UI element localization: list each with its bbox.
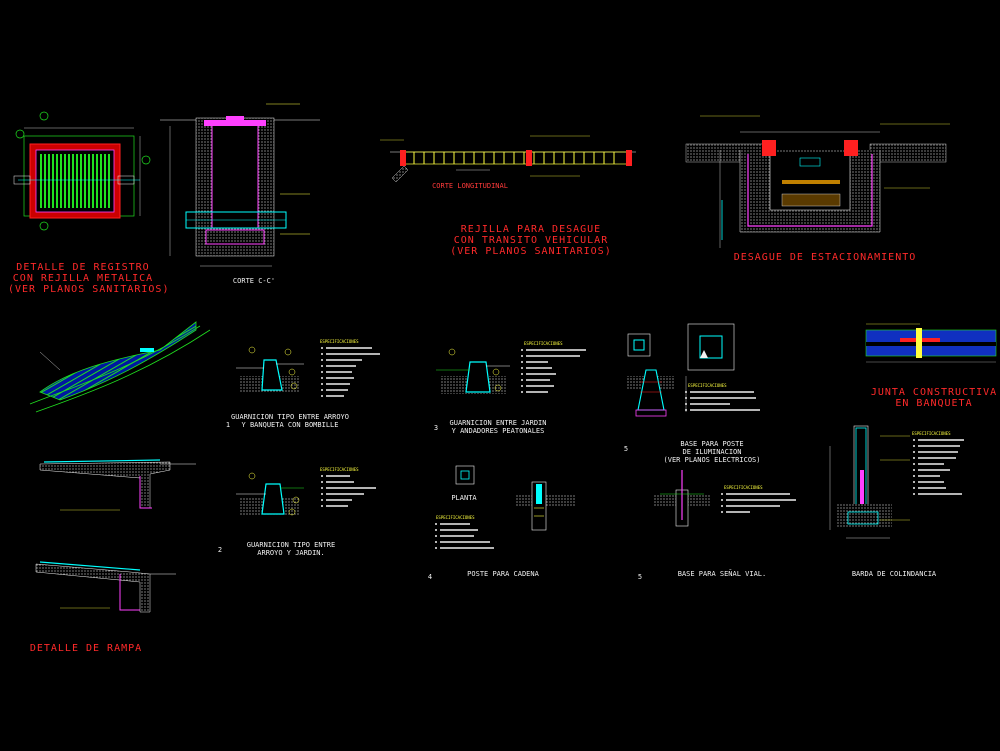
caption-corte-longitudinal: CORTE LONGITUDINAL	[432, 182, 508, 190]
desague-estacionamiento	[685, 115, 950, 248]
caption-poste-cadena: POSTE PARA CADENA	[467, 570, 539, 578]
caption-guarnicion-3: GUARNICION ENTRE JARDIN Y ANDADORES PEAT…	[449, 419, 547, 435]
specs-heading-poste: ESPECIFICACIONES	[688, 383, 727, 388]
title-rejilla: REJILLA PARA DESAGUE CON TRANSITO VEHICU…	[450, 224, 612, 257]
title-registro: DETALLE DE REGISTRO CON REJILLA METALICA…	[8, 262, 170, 295]
caption-base-senal: BASE PARA SEÑAL VIAL.	[677, 570, 767, 578]
caption-guarnicion-1: GUARNICION TIPO ENTRE ARROYO Y BANQUETA …	[230, 413, 349, 429]
rampa-plan	[29, 321, 211, 413]
base-senal	[654, 470, 710, 527]
title-junta: JUNTA CONSTRUCTIVA EN BANQUETA	[870, 387, 998, 409]
detail-number-2: 2	[217, 546, 223, 554]
section-marker-icon	[39, 111, 49, 121]
guarnicion-3	[436, 348, 510, 394]
specs-heading-barda: ESPECIFICACIONES	[912, 431, 951, 436]
guarnicion-1	[236, 346, 304, 392]
detail-number-4: 4	[427, 573, 433, 581]
caption-guarnicion-2: GUARNICION TIPO ENTRE ARROYO Y JARDIN.	[246, 541, 336, 557]
north-arrow-icon	[700, 350, 708, 358]
detail-number-5a: 5	[623, 445, 629, 453]
junta-constructiva	[865, 323, 997, 363]
caption-planta: PLANTA	[451, 494, 477, 502]
specs-heading-senal: ESPECIFICACIONES	[724, 485, 763, 490]
section-marker-icon	[15, 129, 25, 139]
base-poste	[626, 323, 735, 417]
rampa-lower	[35, 561, 176, 613]
rampa-upper	[39, 459, 196, 511]
barda-colindancia	[829, 425, 910, 539]
rejilla-longitudinal	[380, 135, 636, 183]
title-estacionamiento: DESAGUE DE ESTACIONAMIENTO	[733, 252, 917, 263]
detail-number-1: 1	[225, 421, 231, 429]
guarnicion-2	[236, 472, 304, 516]
section-marker-icon	[39, 221, 49, 231]
section-marker-icon	[141, 155, 151, 165]
specs-heading-4: ESPECIFICACIONES	[436, 515, 475, 520]
registro-section	[160, 103, 320, 267]
poste-cadena	[455, 465, 576, 531]
spec-text-lines	[326, 347, 964, 549]
specs-heading-3: ESPECIFICACIONES	[524, 341, 563, 346]
caption-base-poste: BASE PARA POSTE DE ILUMINACION (VER PLAN…	[663, 440, 761, 464]
detail-number-5b: 5	[637, 573, 643, 581]
spec-bullet-icon	[321, 347, 915, 549]
specs-heading-2: ESPECIFICACIONES	[320, 467, 359, 472]
specs-heading-1: ESPECIFICACIONES	[320, 339, 359, 344]
caption-barda: BARDA DE COLINDANCIA	[851, 570, 937, 578]
caption-corte-cc: CORTE C-C'	[232, 277, 276, 285]
registro-plan	[13, 111, 151, 231]
title-rampa: DETALLE DE RAMPA	[29, 643, 143, 654]
detail-number-3: 3	[433, 424, 439, 432]
